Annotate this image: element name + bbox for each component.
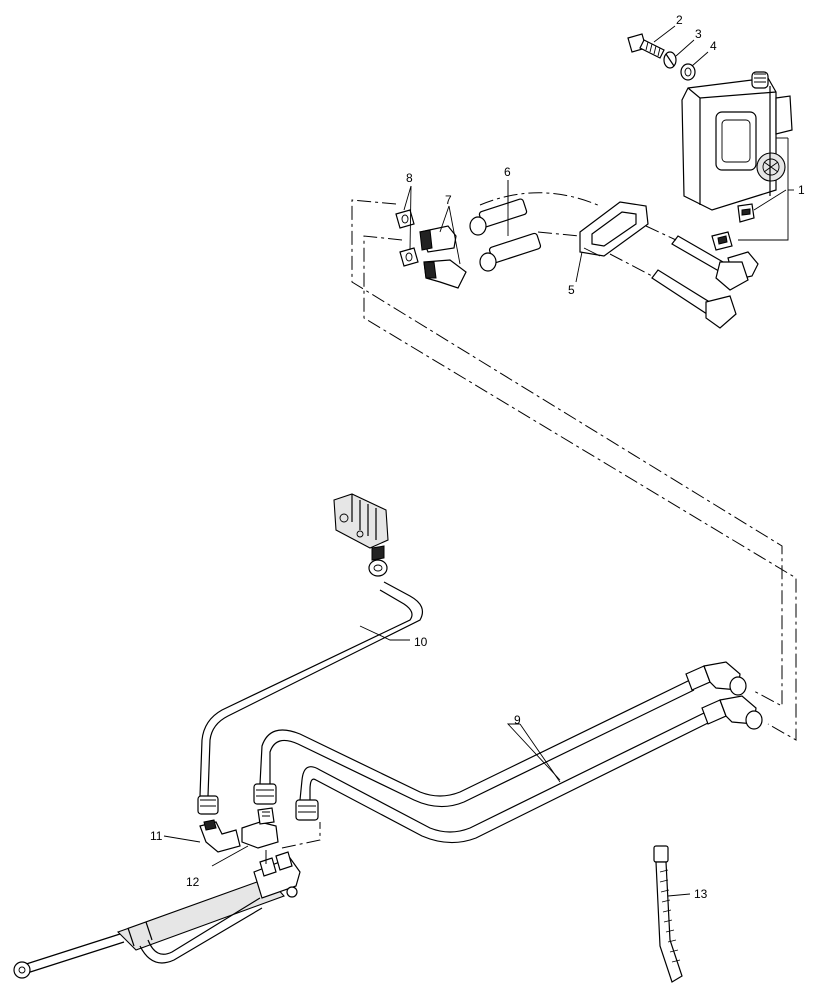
tube-10-end-fitting: [197, 795, 219, 815]
tube-9-left-fitting-b: [295, 799, 319, 821]
elbow-fitting-part-7-lower: [423, 259, 467, 289]
dashed-flow-line-upper-3: [609, 253, 653, 277]
fitting-part-1-upper: [737, 203, 755, 223]
tube-part-9-upper-inner: [269, 689, 695, 808]
tube-part-10: [207, 581, 423, 797]
dashed-flow-line-upper: [479, 192, 601, 207]
grommet-part-5: [579, 201, 649, 257]
callout-13: 13: [694, 887, 708, 901]
callout-12: 12: [186, 875, 200, 889]
tube-part-9-upper: [259, 679, 691, 797]
callout-1: 1: [798, 183, 805, 197]
callout-3: 3: [695, 27, 702, 41]
bolt-part-2: [627, 33, 665, 59]
callout-5: 5: [568, 283, 575, 297]
elbow-fitting-part-7-upper: [419, 225, 457, 253]
hose-segment-lower: [651, 269, 737, 329]
tube-part-10-inner: [199, 589, 413, 797]
tube-part-9-lower-inner: [309, 721, 711, 844]
callout-7: 7: [445, 193, 452, 207]
callout-11: 11: [150, 829, 163, 843]
dashed-routing-line-outer: [351, 199, 783, 707]
valve-block: [333, 493, 389, 561]
dashed-connection-left-2: [281, 822, 321, 849]
tee-fitting-part-12: [241, 807, 279, 849]
cable-tie-part-13: [653, 845, 683, 983]
tube-part-9-lower: [299, 711, 707, 833]
callout-10: 10: [414, 635, 428, 649]
callout-6: 6: [504, 165, 511, 179]
hydraulic-cylinder: [13, 851, 301, 979]
callout-9: 9: [514, 713, 521, 727]
callout-2: 2: [676, 13, 683, 27]
dashed-flow-line-upper-4: [645, 225, 677, 241]
tube-9-lower-fitting: [701, 695, 763, 730]
hose-end-part-6-upper: [469, 198, 528, 236]
lock-washer-part-3: [663, 51, 677, 69]
callout-4: 4: [710, 39, 717, 53]
leader-lines: [163, 25, 794, 897]
dashed-routing-line-inner: [363, 235, 797, 741]
elbow-fitting-part-11: [199, 819, 241, 853]
reservoir-tank: [681, 71, 793, 211]
nut-part-8-lower: [399, 247, 419, 267]
valve-fitting: [368, 559, 388, 577]
hose-segment-upper: [671, 235, 749, 291]
nut-part-8-upper: [395, 209, 415, 229]
callout-8: 8: [406, 171, 413, 185]
tube-9-left-fitting-a: [253, 783, 277, 805]
flat-washer-part-4: [680, 63, 696, 81]
tube-9-upper-fitting: [685, 661, 747, 696]
dashed-flow-line-upper-2: [537, 231, 581, 237]
hose-end-part-6-lower: [479, 232, 542, 272]
